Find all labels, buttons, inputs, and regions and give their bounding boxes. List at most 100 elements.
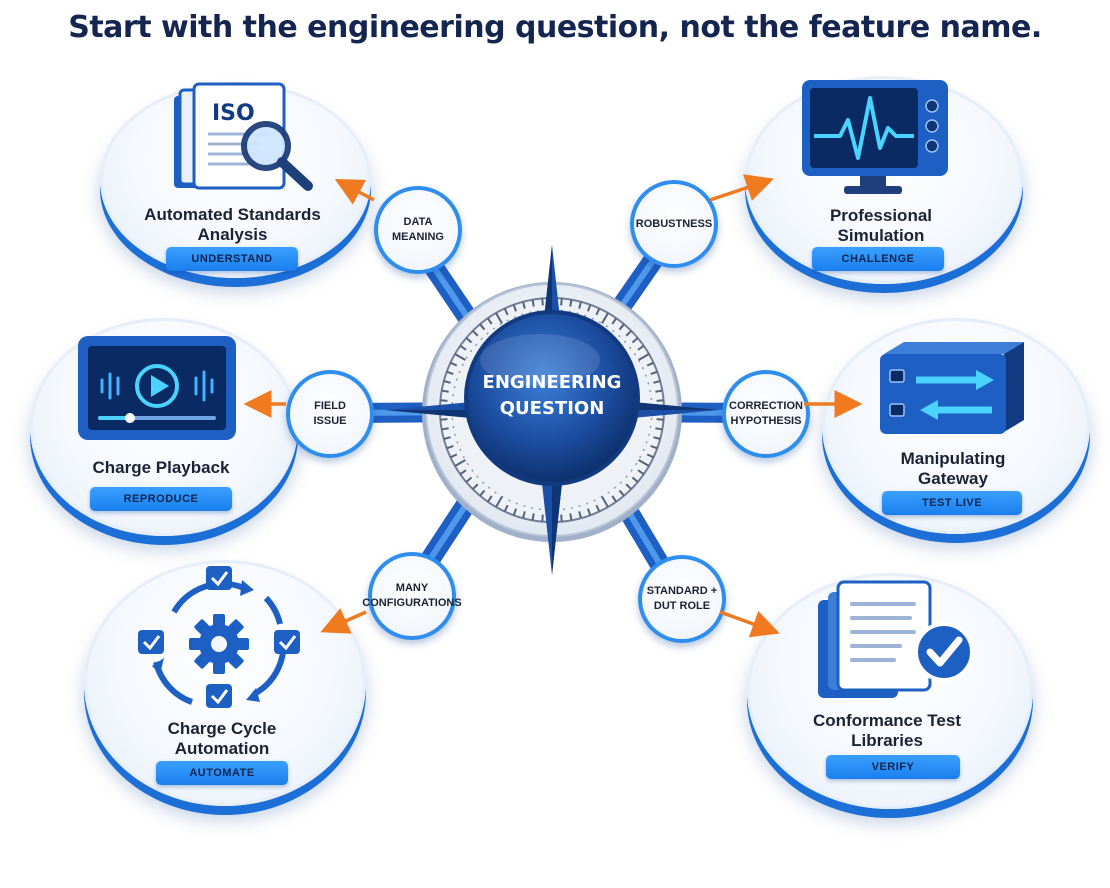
dial-tick — [541, 298, 544, 306]
dial-tick — [601, 496, 609, 508]
node-label-line: CONFIGURATIONS — [362, 597, 462, 609]
dial-tick — [637, 469, 645, 476]
dial-tick — [503, 308, 509, 316]
dial-tick — [459, 344, 467, 351]
iso-document-magnifier-icon: ISO — [174, 82, 313, 191]
dial-tick — [541, 514, 544, 522]
node-label-line: FIELD — [314, 400, 346, 412]
dial-tick — [569, 299, 573, 307]
hub-circle — [464, 310, 640, 486]
pill-challenge[interactable]: CHALLENGE — [812, 247, 944, 271]
node-standard-dut-role[interactable]: STANDARD + DUT ROLE — [638, 555, 726, 643]
page-title: Start with the engineering question, not… — [68, 10, 1042, 45]
dial-tick — [441, 389, 449, 393]
documents-check-icon — [818, 580, 974, 698]
dial-tick — [595, 504, 601, 512]
node-label-line: DATA — [403, 216, 433, 228]
dial-tick — [646, 453, 654, 459]
node-label: FIELD ISSUE — [290, 374, 370, 454]
card-title-line: Charge Playback — [92, 458, 230, 477]
card-title-line: Automated Standards — [144, 205, 321, 224]
dial-tick — [472, 483, 479, 490]
dial-tick — [531, 299, 535, 307]
node-label: MANY CONFIGURATIONS — [362, 556, 461, 636]
dial-tick — [631, 476, 639, 483]
card-title-line: Libraries — [851, 731, 923, 750]
dial-tick — [650, 444, 658, 450]
dial-tick — [586, 508, 592, 516]
dial-tick — [443, 436, 451, 440]
card-title-line: Professional — [829, 206, 933, 225]
dial-tick — [512, 508, 518, 516]
node-label-line: HYPOTHESIS — [730, 415, 802, 427]
card-title-line: Conformance Test — [813, 711, 961, 730]
dial-tick — [495, 496, 503, 508]
gateway-arrows-icon — [880, 342, 1024, 434]
dial-tick — [650, 370, 658, 376]
node-label: ROBUSTNESS — [634, 184, 714, 264]
card-title: Charge Cycle Automation — [100, 719, 344, 759]
dial-tick — [638, 353, 650, 361]
card-title-line: Manipulating — [900, 449, 1006, 468]
dial-tick — [486, 317, 493, 325]
dial-tick — [646, 361, 654, 367]
dial-tick — [656, 399, 664, 402]
dial-tick — [495, 312, 503, 324]
dial-tick — [465, 476, 473, 483]
dial-tick — [479, 323, 486, 331]
pill-test-live[interactable]: TEST LIVE — [882, 491, 1022, 515]
dial-tick — [440, 418, 448, 421]
pill-understand[interactable]: UNDERSTAND — [166, 247, 298, 271]
dial-tick — [454, 353, 466, 361]
node-label-line: ISSUE — [313, 415, 347, 427]
card-title-line: Analysis — [197, 225, 268, 244]
pill-verify[interactable]: VERIFY — [826, 755, 960, 779]
card-title: Automated Standards Analysis — [110, 205, 355, 245]
waveform-monitor-icon — [802, 80, 948, 194]
dial-tick — [625, 330, 632, 337]
dial-tick — [595, 308, 601, 316]
card-title: Manipulating Gateway — [832, 449, 1074, 489]
dial-tick — [459, 469, 467, 476]
dial-tick — [625, 483, 632, 490]
node-correction-hypothesis[interactable]: CORRECTION HYPOTHESIS — [722, 370, 810, 458]
node-label-line: DUT ROLE — [653, 600, 711, 612]
pill-reproduce[interactable]: REPRODUCE — [90, 487, 232, 511]
hub-label-line: QUESTION — [499, 398, 605, 419]
node-field-issue[interactable]: FIELD ISSUE — [286, 370, 374, 458]
dial-tick — [653, 436, 661, 440]
dial-tick — [465, 337, 473, 344]
node-many-configurations[interactable]: MANY CONFIGURATIONS — [362, 552, 462, 640]
card-title-line: Charge Cycle — [167, 719, 277, 738]
dial-tick — [560, 298, 563, 306]
dial-tick — [443, 380, 451, 384]
node-label-line: MANY — [395, 582, 429, 594]
node-label: STANDARD + DUT ROLE — [642, 559, 722, 639]
dial-tick — [655, 389, 663, 393]
node-label-line: ROBUSTNESS — [635, 217, 713, 230]
card-title-line: Simulation — [837, 226, 925, 245]
card-title: Professional Simulation — [760, 206, 1002, 246]
dial-tick — [446, 370, 454, 376]
dial-tick — [656, 418, 664, 421]
dial-tick — [441, 427, 449, 431]
dial-tick — [454, 459, 466, 467]
node-robustness[interactable]: ROBUSTNESS — [630, 180, 718, 268]
node-data-meaning[interactable]: DATA MEANING — [374, 186, 462, 274]
node-label: DATA MEANING — [378, 190, 458, 270]
dial-tick — [446, 444, 454, 450]
dial-tick — [586, 304, 592, 312]
dial-tick — [522, 511, 526, 519]
dial-tick — [531, 513, 535, 521]
card-title-line: Gateway — [918, 469, 988, 488]
hub-label: ENGINEERING QUESTION — [468, 370, 636, 422]
pill-automate[interactable]: AUTOMATE — [156, 761, 288, 785]
dial-tick — [472, 330, 479, 337]
gear-cycle-icon — [138, 566, 300, 708]
card-title: Conformance Test Libraries — [766, 711, 1008, 751]
dial-tick — [479, 489, 486, 497]
node-label-line: STANDARD + — [646, 585, 718, 597]
dial-tick — [450, 453, 458, 459]
dial-tick — [486, 495, 493, 503]
